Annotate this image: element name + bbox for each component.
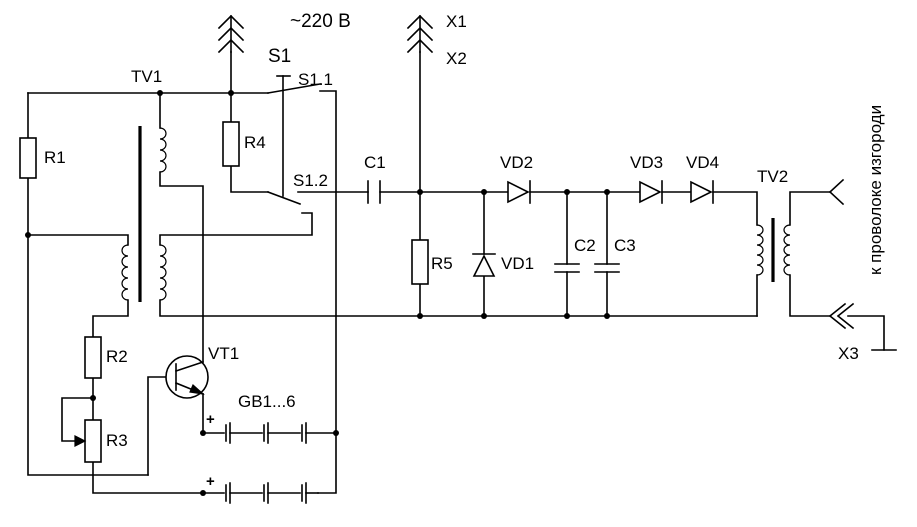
label-r3: R3 [106, 431, 128, 450]
label-r2: R2 [106, 347, 128, 366]
resistor-r3 [84, 419, 102, 463]
label-c2: C2 [574, 236, 596, 255]
diode-vd4 [690, 180, 714, 204]
capacitor-c2 [554, 263, 580, 273]
r3-wiper-arrow [74, 435, 87, 447]
x3-connector [828, 302, 855, 330]
label-c3: C3 [614, 236, 636, 255]
label-vt1: VT1 [208, 344, 239, 363]
label-s1-2: S1.2 [293, 171, 328, 190]
label-s1-1: S1.1 [298, 70, 333, 89]
label-x2: X2 [446, 49, 467, 68]
transformer-tv2 [756, 218, 791, 282]
resistor-r2 [84, 336, 102, 379]
x1-x2-connector [406, 14, 434, 54]
label-x3: X3 [838, 344, 859, 363]
label-c1: C1 [364, 153, 386, 172]
diode-vd2 [507, 180, 531, 204]
wires [27, 51, 897, 494]
label-tv2: TV2 [757, 167, 788, 186]
label-plus-bottom: + [206, 473, 215, 490]
capacitor-c3 [594, 263, 620, 273]
junction-dots [25, 90, 610, 496]
label-s1: S1 [268, 46, 291, 67]
resistor-r5 [411, 239, 429, 285]
mains-connector [217, 14, 245, 54]
diode-vd3 [639, 180, 663, 204]
diode-vd1 [472, 253, 496, 277]
label-x1: X1 [446, 12, 467, 31]
label-r4: R4 [244, 133, 266, 152]
label-mains: ~220 В [290, 11, 351, 32]
label-battery: GB1...6 [238, 392, 296, 411]
label-plus-top: + [206, 411, 215, 428]
label-vd2: VD2 [500, 153, 533, 172]
label-vd3: VD3 [630, 153, 663, 172]
label-vd4: VD4 [686, 153, 719, 172]
label-r1: R1 [44, 148, 66, 167]
transistor-vt1 [165, 355, 209, 399]
capacitor-c1 [367, 180, 381, 204]
battery-gb1-6 [225, 422, 307, 504]
transformer-tv1 [121, 126, 167, 302]
resistor-r1 [19, 137, 37, 179]
label-vd1: VD1 [501, 254, 534, 273]
label-tv1: TV1 [131, 67, 162, 86]
label-r5: R5 [431, 254, 453, 273]
label-fence: к проволоке изгороди [866, 105, 885, 275]
switch-s1 [266, 75, 321, 206]
fence-connector [828, 178, 845, 206]
resistor-r4 [222, 121, 240, 167]
